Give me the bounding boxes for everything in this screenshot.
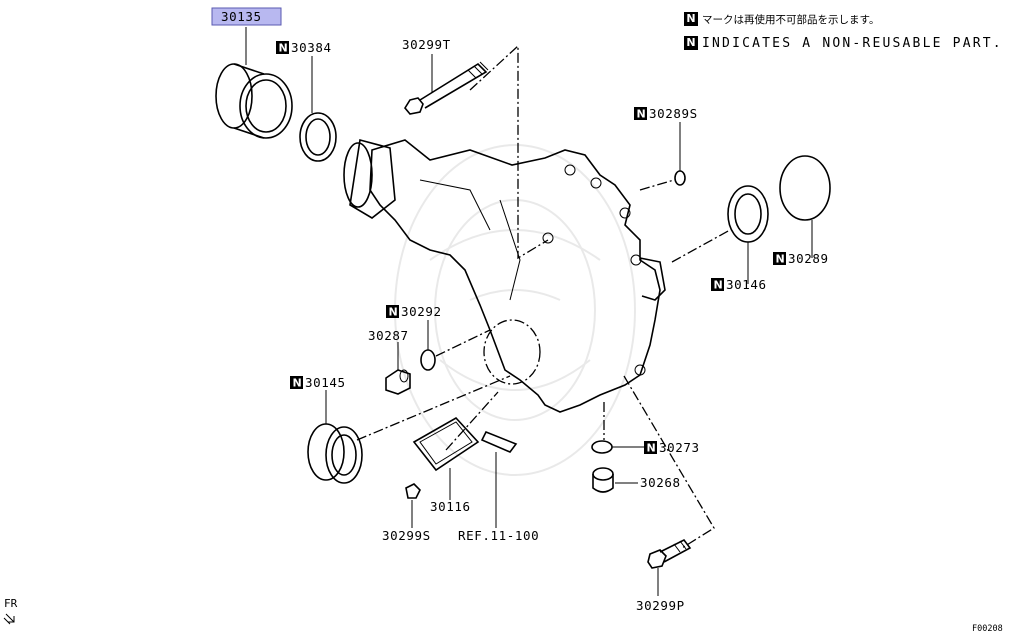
part-30268-plug bbox=[592, 467, 638, 493]
part-30292-gasket bbox=[420, 320, 436, 371]
reference-bracket bbox=[480, 430, 518, 528]
part-30135-sleeve bbox=[215, 27, 293, 139]
legend: N マークは再使用不可部品を示します。 N INDICATES A NON-RE… bbox=[684, 9, 1003, 53]
badge-letter: N bbox=[647, 442, 656, 455]
part-30145-oil-seal bbox=[307, 390, 363, 484]
legend-japanese-text: マークは再使用不可部品を示します。 bbox=[702, 13, 880, 26]
part-30384-oil-seal bbox=[299, 56, 337, 162]
part-30289S-o-ring bbox=[674, 122, 686, 186]
label-30289S: 30289S bbox=[649, 106, 698, 121]
badge-letter: N bbox=[389, 306, 398, 319]
part-30299T-bolt bbox=[404, 54, 489, 115]
label-30268: 30268 bbox=[640, 475, 681, 490]
alignment-lines bbox=[356, 44, 731, 549]
legend-english-text: INDICATES A NON-REUSABLE PART. bbox=[702, 35, 1003, 51]
non-reusable-badge bbox=[386, 305, 399, 318]
label-30135: 30135 bbox=[221, 9, 262, 24]
label-ref-11-100: REF.11-100 bbox=[458, 528, 539, 543]
non-reusable-badge bbox=[644, 441, 657, 454]
label-30289: 30289 bbox=[788, 251, 829, 266]
highlighted-label-box bbox=[211, 7, 282, 26]
label-30146: 30146 bbox=[726, 277, 767, 292]
label-30287: 30287 bbox=[368, 328, 409, 343]
label-30299T: 30299T bbox=[402, 37, 451, 52]
non-reusable-badge: N bbox=[684, 12, 698, 26]
part-30299P-bolt bbox=[647, 538, 692, 596]
non-reusable-badge: N bbox=[684, 36, 698, 50]
non-reusable-badge bbox=[711, 278, 724, 291]
non-reusable-badge bbox=[773, 252, 786, 265]
badge-letter: N bbox=[279, 42, 288, 55]
part-30299S-bolt bbox=[405, 483, 421, 528]
label-30116: 30116 bbox=[430, 499, 471, 514]
badge-letter: N bbox=[714, 279, 723, 292]
label-30273: 30273 bbox=[659, 440, 700, 455]
part-30273-gasket bbox=[591, 440, 613, 454]
part-labels: 30135 N 30384 30299T N 30289S N 30289 N … bbox=[211, 7, 829, 613]
part-30146-oil-seal bbox=[727, 185, 769, 284]
figure-code: F00208 bbox=[972, 624, 1003, 634]
label-30299P: 30299P bbox=[636, 598, 685, 613]
label-30292: 30292 bbox=[401, 304, 442, 319]
part-30289-o-ring bbox=[779, 155, 831, 258]
label-30299S: 30299S bbox=[382, 528, 431, 543]
label-30145: 30145 bbox=[305, 375, 346, 390]
part-30287-plug bbox=[385, 342, 411, 395]
transfer-case-housing bbox=[343, 138, 666, 413]
legend-row-japanese: N マークは再使用不可部品を示します。 bbox=[684, 9, 1003, 29]
badge-letter: N bbox=[293, 377, 302, 390]
part-30116-cover bbox=[412, 416, 480, 500]
legend-row-english: N INDICATES A NON-REUSABLE PART. bbox=[684, 33, 1003, 53]
label-30384: 30384 bbox=[291, 40, 332, 55]
non-reusable-badge bbox=[290, 376, 303, 389]
badge-letter: N bbox=[637, 108, 646, 121]
badge-letter: N bbox=[776, 253, 785, 266]
front-direction-label: FR bbox=[4, 597, 18, 610]
non-reusable-badge bbox=[276, 41, 289, 54]
front-direction-arrow-icon bbox=[3, 613, 15, 625]
non-reusable-badge bbox=[634, 107, 647, 120]
